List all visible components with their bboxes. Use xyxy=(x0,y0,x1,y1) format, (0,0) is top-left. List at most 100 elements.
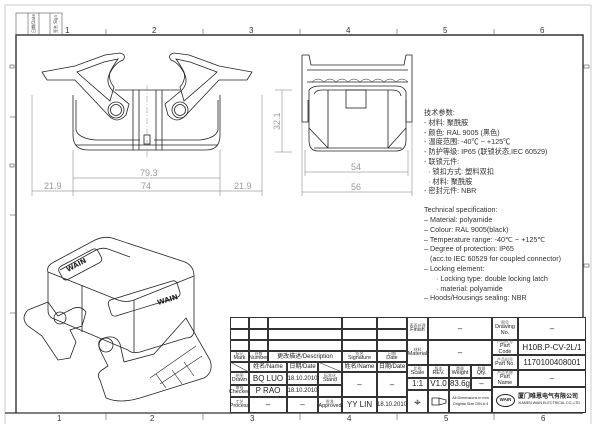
tb-date-header-left: 日期/Date xyxy=(287,362,318,372)
tb-text: Part Code xyxy=(498,343,512,355)
tb-text: Process xyxy=(229,403,250,410)
dim-height: 32.1 xyxy=(272,112,282,130)
tb-blank xyxy=(230,317,249,329)
tb-text: 表面处理 xyxy=(409,322,426,328)
tb-text: 比例 xyxy=(413,365,422,371)
dim-overall-width: 79.3 xyxy=(140,168,158,178)
zone-bottom-5: 5 xyxy=(444,414,449,423)
spec-en-item: (acc.to IEC 60529 for coupled connector) xyxy=(424,254,562,264)
tb-text: – xyxy=(457,323,463,333)
tb-diag-cell xyxy=(230,362,249,372)
zone-ticks xyxy=(9,29,590,420)
tb-blank xyxy=(377,329,407,340)
tb-text: 材料 xyxy=(413,346,422,352)
tb-text: Drawing No. xyxy=(495,324,515,336)
tb-text: 图号 xyxy=(501,320,509,326)
tb-text: 重量 xyxy=(456,365,464,371)
tb-text: Stand xyxy=(322,376,338,383)
tb-text: 姓名/Name xyxy=(253,364,283,370)
spec-en-item: – Hoods/Housings sealing: NBR xyxy=(424,293,527,303)
zone-top-3: 3 xyxy=(249,26,254,35)
outer-border xyxy=(4,4,592,424)
tb-text: 日期 xyxy=(388,350,396,356)
tb-approved-date: 18.10.2010 xyxy=(377,397,407,413)
tb-text: 83.6g xyxy=(449,379,471,388)
tb-weight-value: 83.6g xyxy=(449,378,471,390)
side-view xyxy=(301,54,413,152)
isometric-view xyxy=(23,236,212,402)
spec-cn-item: - 防护等级: IP65 (联锁状态,IEC 60529) xyxy=(424,147,548,157)
projection-cone-icon xyxy=(428,390,449,413)
left-pivot-circle xyxy=(107,101,125,119)
company-logo: WAIN xyxy=(496,393,515,407)
tb-text: 日期/Date xyxy=(289,364,316,370)
tb-text: Date xyxy=(386,354,398,361)
tb-text: 产品名称 xyxy=(497,370,513,376)
tb-blank xyxy=(342,317,377,329)
spec-en-item: · material: polyamide xyxy=(424,283,503,293)
zone-top-1: 1 xyxy=(65,26,70,35)
tb-stand-name: – xyxy=(342,372,377,397)
top-label-plate xyxy=(58,248,103,281)
tb-qty-value: – xyxy=(471,378,492,390)
tb-text: – xyxy=(300,400,305,409)
tb-blank xyxy=(249,317,268,329)
tb-description-header: 更改描述/Description xyxy=(268,351,342,362)
tb-text: Material xyxy=(407,350,428,357)
tb-blank xyxy=(268,329,342,340)
tb-blank xyxy=(268,317,342,329)
tb-process-date: – xyxy=(287,397,318,413)
tb-approved-name: YY LIN xyxy=(342,397,377,413)
tb-text: – xyxy=(457,347,463,357)
tb-text: P RAO xyxy=(255,386,281,395)
spec-cn-item: - 颜色: RAL 9005 (黑色) xyxy=(424,127,500,137)
company-name-cn: 厦门唯恩电气有限公司 xyxy=(518,394,579,401)
tb-checked-date: 18.10.2010 xyxy=(287,385,318,397)
tb-blank xyxy=(377,340,407,351)
tb-text: 18.10.2010 xyxy=(287,375,318,382)
spec-en-item: – Degree of protection: IP65 xyxy=(424,244,514,254)
tb-text: 产品代号 xyxy=(497,339,513,345)
tb-text: 1170100408001 xyxy=(523,357,581,367)
tb-blank xyxy=(230,329,249,340)
revision-box xyxy=(15,12,63,36)
tb-blank xyxy=(230,340,249,351)
dim-flange-left: 21.9 xyxy=(44,181,62,191)
zone-bottom-3: 3 xyxy=(250,414,255,423)
tb-text: – xyxy=(357,379,362,389)
tb-text: 1:1 xyxy=(411,379,424,388)
inner-frame xyxy=(15,34,584,413)
tb-text: – xyxy=(549,323,555,333)
technical-specification: 技术参数: - 材料: 聚酰胺 - 颜色: RAL 9005 (黑色) - 温度… xyxy=(424,108,594,303)
tb-drawn-date: 18.10.2010 xyxy=(287,372,318,385)
tb-text: 日期/Date xyxy=(378,364,406,370)
tb-diag-cell xyxy=(318,362,342,372)
spec-en-title: Technical specification: xyxy=(424,205,498,215)
tb-text: 数量 xyxy=(477,365,486,371)
tb-text: 标准化 xyxy=(324,372,336,378)
tb-text: BQ LUO xyxy=(252,373,284,383)
tb-part-code-value: H10B.P-CV-2L/1 xyxy=(518,340,586,355)
side-dimension-lines xyxy=(301,122,413,196)
tb-text: Original Size DIN A 4 xyxy=(452,401,489,406)
tb-scale-value: 1:1 xyxy=(407,378,428,390)
front-label-plate xyxy=(107,280,181,317)
tb-text: 姓名/Name xyxy=(344,364,375,370)
spec-cn-item: - 密封元件: NBR xyxy=(424,186,477,196)
tb-blank xyxy=(318,385,342,397)
tb-text: Weight xyxy=(451,369,469,376)
tb-name-header-right: 姓名/Name xyxy=(342,362,377,372)
tb-drawn-name: BQ LUO xyxy=(249,372,287,385)
tb-text: Drawn xyxy=(231,376,248,383)
tb-text: 版本 xyxy=(434,365,443,371)
dim-side-outer: 56 xyxy=(351,182,361,192)
